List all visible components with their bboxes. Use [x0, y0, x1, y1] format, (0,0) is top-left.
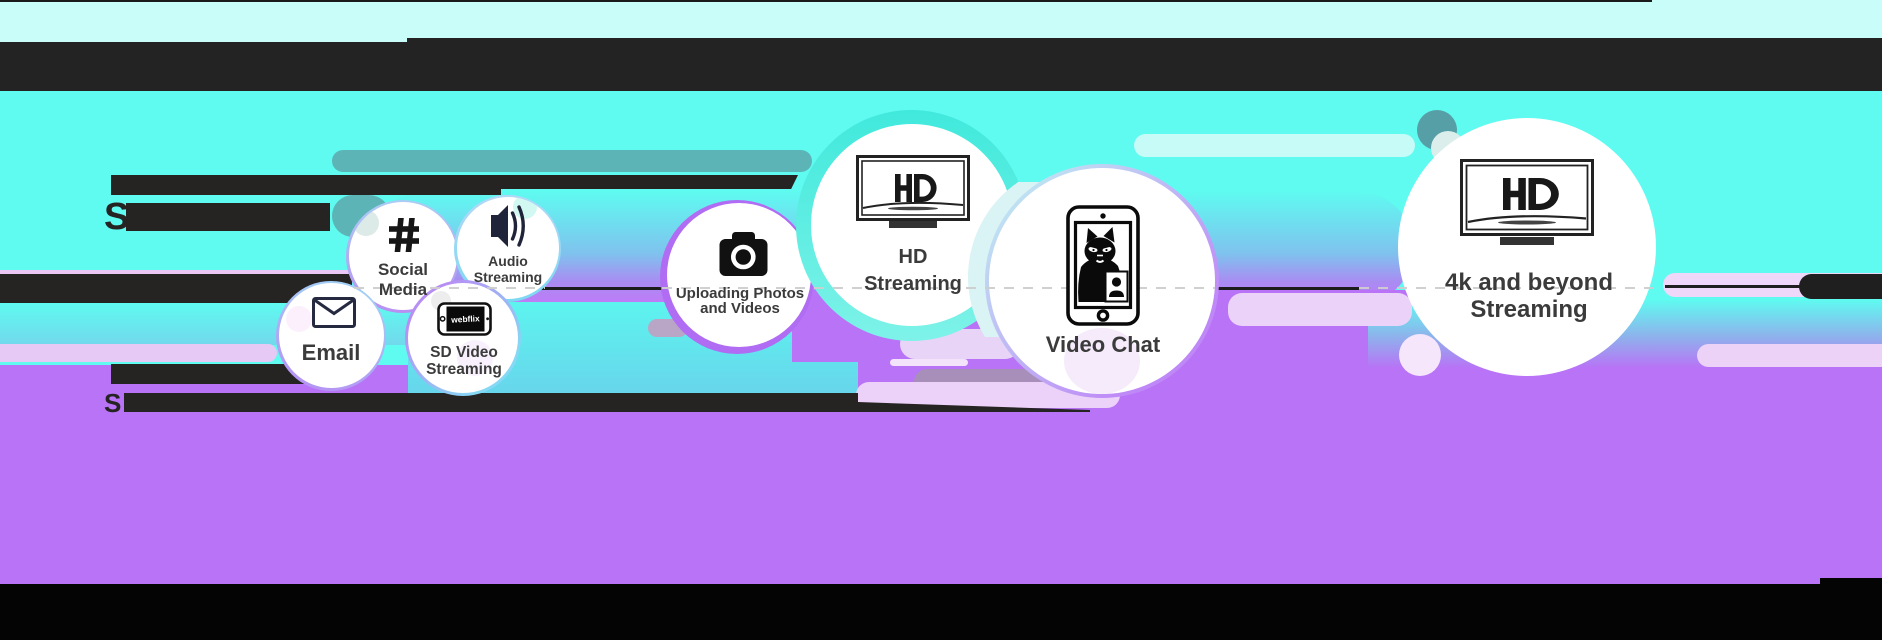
svg-text:webflix: webflix [450, 313, 480, 325]
